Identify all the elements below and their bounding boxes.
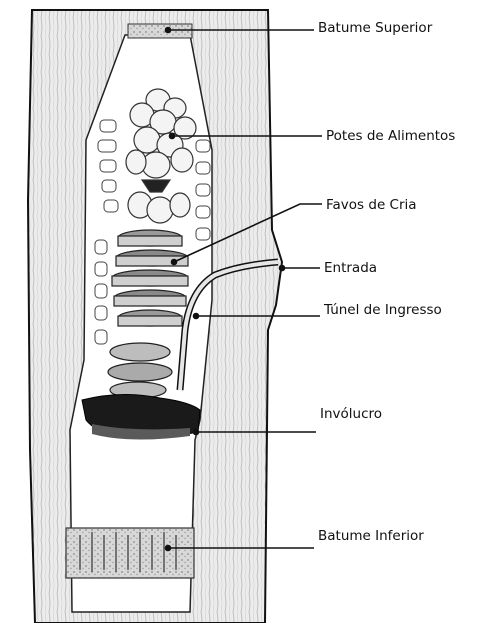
label-potes-alimentos: Potes de Alimentos xyxy=(326,128,455,144)
leader-dot-tunel xyxy=(194,314,199,319)
leader-dot-entrada xyxy=(280,266,285,271)
leader-dot-potes xyxy=(170,134,175,139)
label-entrada: Entrada xyxy=(324,260,377,276)
label-involucro: Invólucro xyxy=(320,406,382,422)
label-tunel-ingresso: Túnel de Ingresso xyxy=(324,302,442,318)
leader-dot-involucro xyxy=(194,430,199,435)
label-favos-cria: Favos de Cria xyxy=(326,197,417,213)
leader-dot-batume-superior xyxy=(166,28,171,33)
leader-dot-batume-inferior xyxy=(166,546,171,551)
food-pots xyxy=(126,89,196,223)
lower-batume xyxy=(66,528,194,578)
label-batume-inferior: Batume Inferior xyxy=(318,528,424,544)
leader-dot-favos xyxy=(172,260,177,265)
label-batume-superior: Batume Superior xyxy=(318,20,432,36)
upper-batume xyxy=(128,24,192,38)
